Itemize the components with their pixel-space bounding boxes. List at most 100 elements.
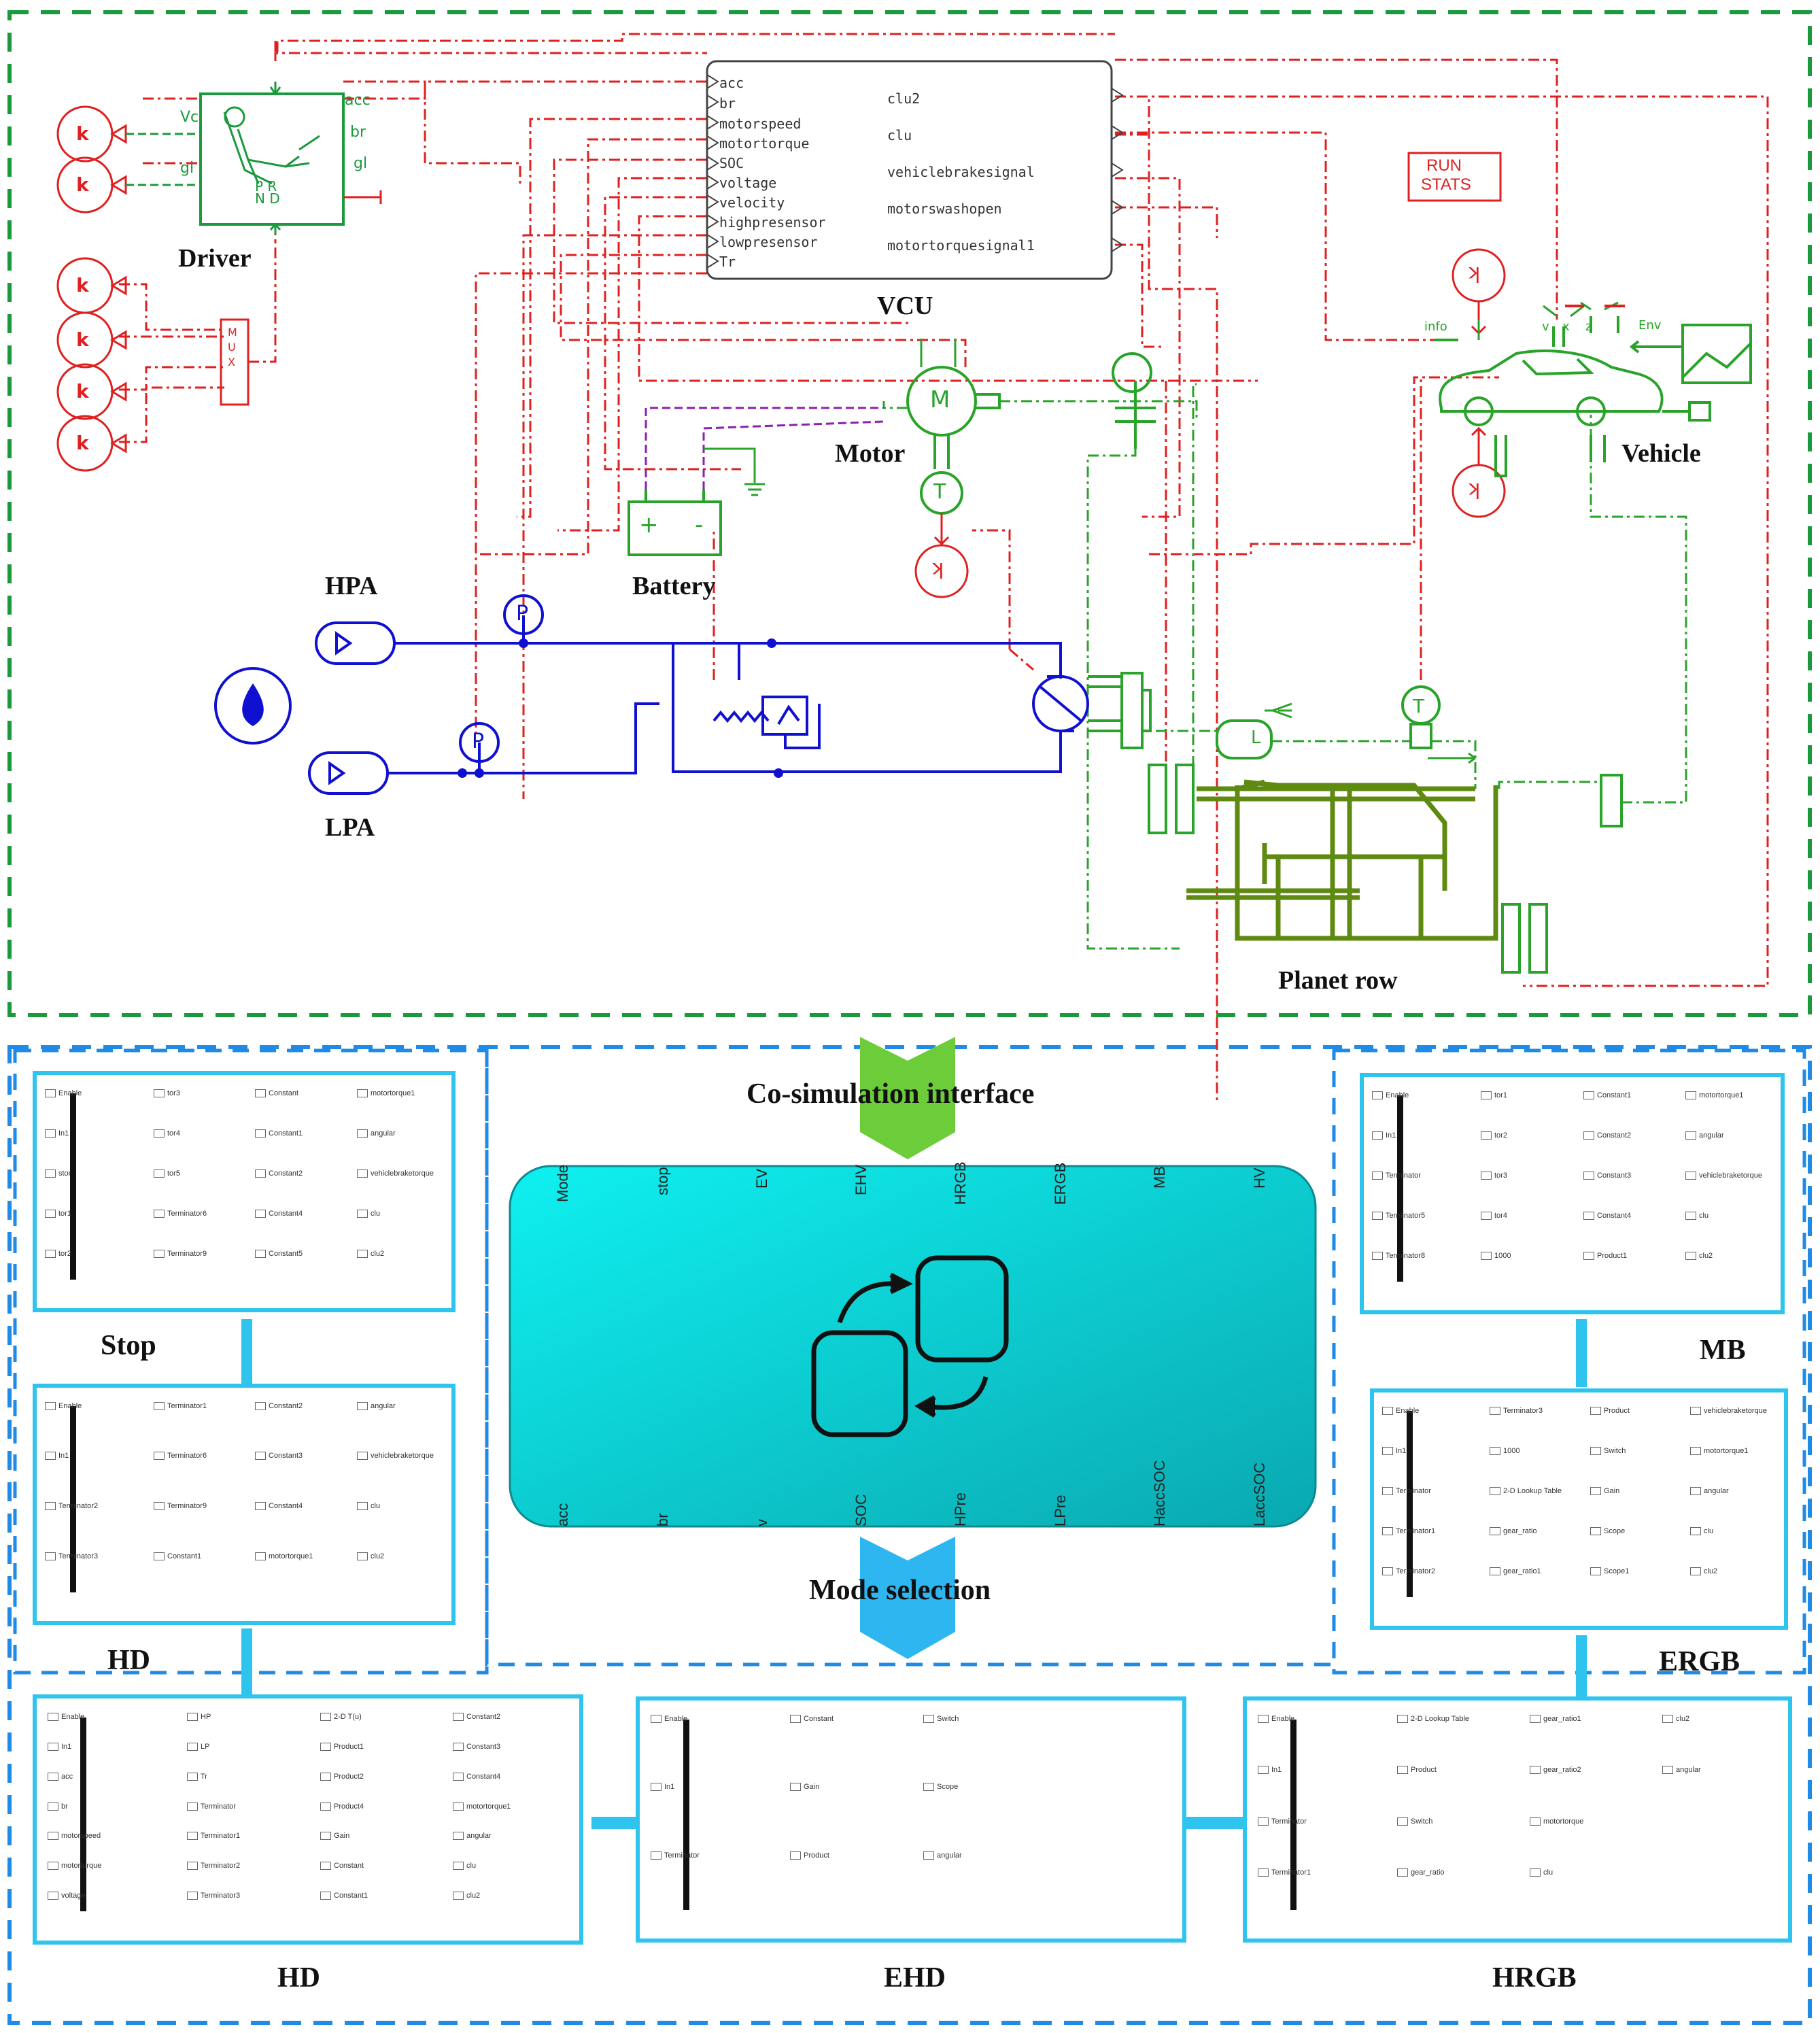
simulink-block[interactable]: Gain <box>320 1832 349 1841</box>
simulink-block[interactable]: Constant1 <box>320 1892 368 1900</box>
simulink-block[interactable]: Terminator <box>1258 1817 1307 1826</box>
simulink-block[interactable]: Switch <box>923 1715 959 1724</box>
simulink-block[interactable]: clu2 <box>357 1250 384 1259</box>
simulink-block[interactable]: Product <box>1590 1407 1630 1416</box>
simulink-block[interactable]: Terminator1 <box>187 1832 240 1841</box>
simulink-block[interactable]: Product1 <box>320 1743 364 1752</box>
simulink-block[interactable]: Constant4 <box>255 1210 303 1218</box>
simulink-block[interactable]: In1 <box>651 1783 674 1792</box>
simulink-block[interactable]: Product2 <box>320 1773 364 1781</box>
simulink-block[interactable]: tor1 <box>45 1210 71 1218</box>
simulink-block[interactable]: Enable <box>45 1089 82 1098</box>
simulink-block[interactable]: Terminator1 <box>1382 1527 1435 1536</box>
simulink-block[interactable]: Gain <box>1590 1487 1619 1496</box>
simulink-block[interactable]: tor2 <box>1481 1131 1507 1140</box>
simulink-block[interactable]: tor4 <box>1481 1212 1507 1220</box>
simulink-block[interactable]: In1 <box>48 1743 71 1752</box>
simulink-block[interactable]: clu2 <box>1662 1715 1689 1724</box>
simulink-block[interactable]: tor3 <box>1481 1172 1507 1180</box>
simulink-block[interactable]: Constant1 <box>1583 1091 1631 1100</box>
simulink-block[interactable]: Terminator1 <box>154 1402 207 1411</box>
simulink-block[interactable]: 2-D T(u) <box>320 1713 362 1722</box>
simulink-block[interactable]: gear_ratio <box>1490 1527 1537 1536</box>
simulink-block[interactable]: angular <box>357 1402 396 1411</box>
simulink-block[interactable]: clu <box>453 1862 476 1870</box>
simulink-block[interactable]: Constant <box>320 1862 364 1870</box>
simulink-block[interactable]: Terminator3 <box>187 1892 240 1900</box>
simulink-block[interactable]: Terminator9 <box>154 1250 207 1259</box>
simulink-block[interactable]: angular <box>1662 1766 1701 1775</box>
simulink-block[interactable]: Constant <box>255 1089 298 1098</box>
simulink-block[interactable]: gear_ratio <box>1397 1868 1445 1877</box>
simulink-block[interactable]: Gain <box>790 1783 819 1792</box>
simulink-block[interactable]: Constant2 <box>255 1402 303 1411</box>
simulink-block[interactable]: 1000 <box>1490 1447 1519 1456</box>
simulink-block[interactable]: 2-D Lookup Table <box>1397 1715 1469 1724</box>
simulink-block[interactable]: motorspeed <box>48 1832 101 1841</box>
simulink-block[interactable]: Terminator1 <box>1258 1868 1311 1877</box>
simulink-block[interactable]: Terminator6 <box>154 1210 207 1218</box>
simulink-block[interactable]: tor2 <box>45 1250 71 1259</box>
simulink-block[interactable]: voltage <box>48 1892 85 1900</box>
simulink-block[interactable]: angular <box>1685 1131 1724 1140</box>
simulink-block[interactable]: clu <box>357 1502 380 1511</box>
simulink-block[interactable]: angular <box>923 1851 962 1860</box>
simulink-block[interactable]: Terminator2 <box>1382 1567 1435 1576</box>
simulink-block[interactable]: vehiclebraketorque <box>1685 1172 1762 1180</box>
simulink-block[interactable]: Constant5 <box>255 1250 303 1259</box>
simulink-block[interactable]: Constant2 <box>255 1169 303 1178</box>
simulink-block[interactable]: Enable <box>48 1713 84 1722</box>
simulink-block[interactable]: Constant3 <box>1583 1172 1631 1180</box>
simulink-block[interactable]: br <box>48 1803 68 1811</box>
simulink-block[interactable]: Constant1 <box>154 1552 201 1561</box>
simulink-block[interactable]: Product <box>1397 1766 1437 1775</box>
simulink-block[interactable]: Product <box>790 1851 829 1860</box>
simulink-block[interactable]: tor4 <box>154 1129 180 1138</box>
simulink-block[interactable]: LP <box>187 1743 209 1752</box>
simulink-block[interactable]: Constant4 <box>255 1502 303 1511</box>
simulink-block[interactable]: clu <box>1685 1212 1709 1220</box>
simulink-block[interactable]: Constant3 <box>453 1743 500 1752</box>
simulink-block[interactable]: motortorque <box>1530 1817 1583 1826</box>
run-stats-block[interactable] <box>1407 152 1502 202</box>
simulink-block[interactable]: Terminator <box>651 1851 700 1860</box>
simulink-block[interactable]: In1 <box>1258 1766 1282 1775</box>
simulink-block[interactable]: Product4 <box>320 1803 364 1811</box>
simulink-block[interactable]: clu2 <box>357 1552 384 1561</box>
simulink-block[interactable]: Terminator2 <box>187 1862 240 1870</box>
simulink-block[interactable]: Terminator <box>1382 1487 1431 1496</box>
simulink-block[interactable]: Constant2 <box>1583 1131 1631 1140</box>
simulink-block[interactable]: Enable <box>1258 1715 1294 1724</box>
simulink-block[interactable]: Scope <box>923 1783 958 1792</box>
simulink-block[interactable]: Terminator3 <box>1490 1407 1543 1416</box>
simulink-block[interactable]: angular <box>357 1129 396 1138</box>
mode-chart-block[interactable] <box>509 1165 1317 1528</box>
simulink-block[interactable]: motortorque1 <box>255 1552 313 1561</box>
simulink-block[interactable]: 2-D Lookup Table <box>1490 1487 1562 1496</box>
simulink-block[interactable]: angular <box>453 1832 492 1841</box>
simulink-block[interactable]: clu2 <box>1690 1567 1717 1576</box>
simulink-block[interactable]: Terminator <box>187 1803 236 1811</box>
simulink-block[interactable]: Terminator5 <box>1372 1212 1425 1220</box>
simulink-block[interactable]: gear_ratio1 <box>1530 1715 1581 1724</box>
simulink-block[interactable]: acc <box>48 1773 73 1781</box>
simulink-block[interactable]: Constant4 <box>1583 1212 1631 1220</box>
simulink-block[interactable]: Terminator6 <box>154 1452 207 1460</box>
simulink-block[interactable]: motortorque1 <box>453 1803 511 1811</box>
simulink-block[interactable]: clu2 <box>1685 1252 1713 1261</box>
simulink-block[interactable]: gear_ratio2 <box>1530 1766 1581 1775</box>
simulink-block[interactable]: clu <box>357 1210 380 1218</box>
simulink-block[interactable]: Constant1 <box>255 1129 303 1138</box>
simulink-block[interactable]: motortorque1 <box>357 1089 415 1098</box>
simulink-block[interactable]: In1 <box>1372 1131 1396 1140</box>
simulink-block[interactable]: Constant2 <box>453 1713 500 1722</box>
simulink-block[interactable]: In1 <box>45 1452 69 1460</box>
simulink-block[interactable]: Enable <box>651 1715 687 1724</box>
simulink-block[interactable]: Enable <box>45 1402 82 1411</box>
simulink-block[interactable]: vehiclebraketorque <box>1690 1407 1767 1416</box>
